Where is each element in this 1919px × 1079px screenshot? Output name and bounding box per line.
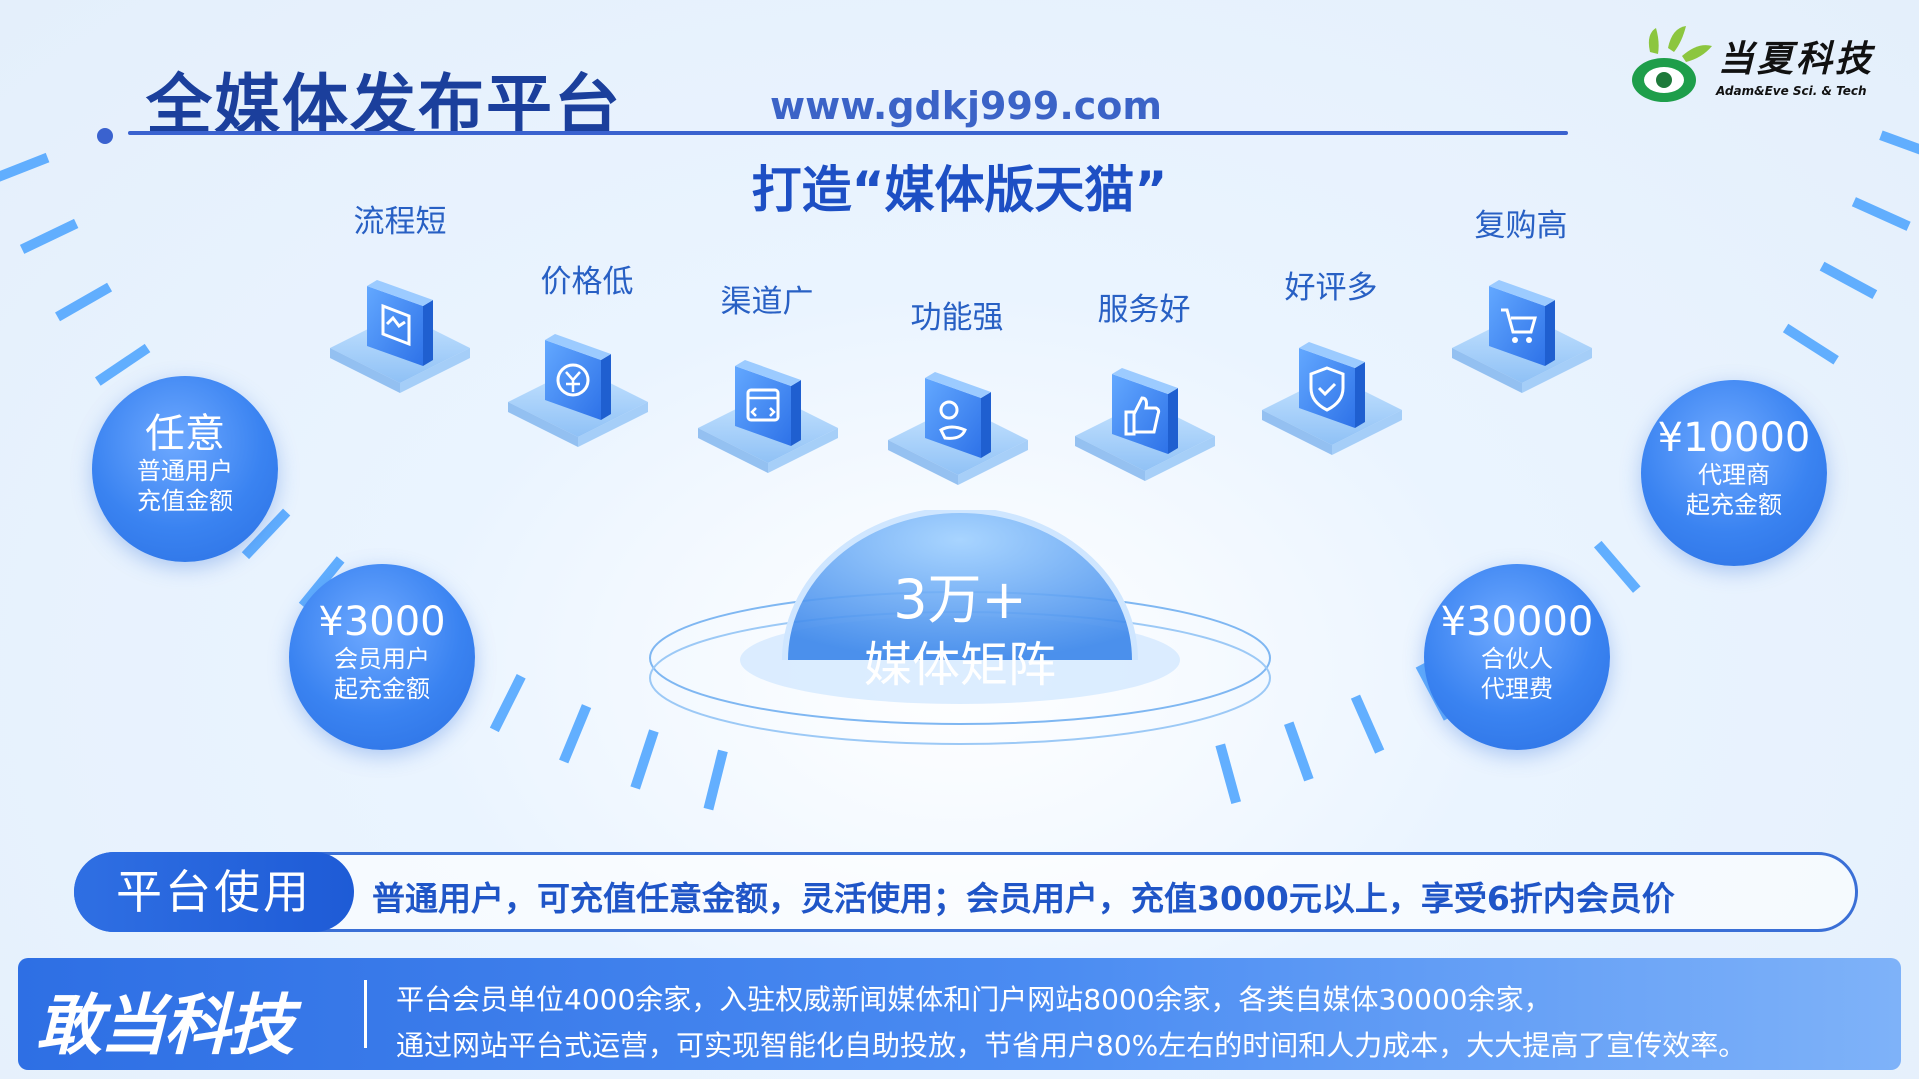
bubble-value: ¥3000 — [318, 599, 446, 645]
bubble-partner: ¥30000 合伙人 代理费 — [1424, 564, 1610, 750]
feature-label: 渠道广 — [720, 284, 814, 320]
bubble-line2: 充值金额 — [137, 487, 233, 515]
yuan-coin-icon — [503, 322, 653, 456]
arc-dash — [559, 704, 592, 764]
bubble-line1: 普通用户 — [137, 457, 233, 485]
arc-dash — [1215, 743, 1241, 804]
center-dome — [649, 510, 1271, 745]
gear-hand-icon — [883, 360, 1033, 494]
feature-label: 流程短 — [353, 204, 447, 240]
bubble-value: ¥30000 — [1440, 599, 1594, 645]
bubble-member-user: ¥3000 会员用户 起充金额 — [289, 564, 475, 750]
company-logo-icon — [1632, 26, 1712, 102]
media-count: 3万+ — [893, 568, 1027, 631]
feature-label: 价格低 — [540, 264, 634, 300]
bubble-line1: 代理商 — [1698, 461, 1770, 489]
bubble-value: ¥10000 — [1657, 415, 1811, 461]
title-underline — [128, 131, 1568, 135]
feature-label: 好评多 — [1284, 270, 1378, 306]
thumbs-up-icon — [1070, 356, 1220, 490]
arc-dash — [1593, 540, 1641, 593]
footer-line-1: 平台会员单位4000余家，入驻权威新闻媒体和门户网站8000余家，各类自媒体30… — [396, 983, 1552, 1016]
arc-dash — [1879, 130, 1919, 155]
arc-dash — [703, 749, 728, 811]
footer-banner — [18, 958, 1901, 1070]
arc-dash — [1819, 261, 1878, 300]
arc-dash — [630, 729, 659, 790]
chart-window-icon — [325, 268, 475, 402]
arc-dash — [241, 508, 291, 560]
media-matrix-label: 媒体矩阵 — [863, 637, 1056, 693]
bubble-line2: 起充金额 — [334, 675, 430, 703]
footer-divider — [364, 980, 367, 1048]
bubble-line1: 合伙人 — [1481, 645, 1553, 673]
arc-dash — [1851, 197, 1911, 231]
bubble-normal-user: 任意 普通用户 充值金额 — [92, 376, 278, 562]
bubble-line2: 代理费 — [1481, 675, 1553, 703]
feature-label: 复购高 — [1474, 208, 1568, 244]
code-window-icon — [693, 348, 843, 482]
title-dot — [97, 128, 113, 144]
arc-dash — [489, 674, 526, 733]
arc-dash — [0, 152, 50, 182]
footer-brand: 敢当科技 — [36, 987, 294, 1064]
usage-tag: 平台使用 — [74, 852, 354, 932]
website-url[interactable]: www.gdkj999.com — [770, 84, 1163, 128]
bubble-value: 任意 — [145, 411, 225, 457]
feature-label: 服务好 — [1097, 292, 1191, 328]
logo-name-en: Adam&Eve Sci. & Tech — [1716, 84, 1867, 98]
arc-dash — [95, 343, 151, 386]
bubble-agent: ¥10000 代理商 起充金额 — [1641, 380, 1827, 566]
usage-bar — [74, 852, 1858, 932]
usage-text: 普通用户，可充值任意金额，灵活使用；会员用户，充值3000元以上，享受6折内会员… — [372, 879, 1675, 918]
arc-dash — [1284, 721, 1314, 782]
feature-label: 功能强 — [910, 300, 1004, 336]
subtitle: 打造“媒体版天猫” — [751, 161, 1168, 219]
shopping-cart-icon — [1447, 268, 1597, 402]
arc-dash — [1782, 323, 1839, 365]
arc-dash — [1350, 694, 1385, 754]
shield-check-icon — [1257, 330, 1407, 464]
footer-line-2: 通过网站平台式运营，可实现智能化自助投放，节省用户80%左右的时间和人力成本，大… — [396, 1029, 1747, 1062]
bubble-line2: 起充金额 — [1686, 491, 1782, 519]
bubble-line1: 会员用户 — [334, 645, 430, 673]
arc-dash — [55, 282, 113, 322]
logo-name-cn: 当夏科技 — [1718, 39, 1875, 80]
arc-dash — [19, 218, 79, 254]
